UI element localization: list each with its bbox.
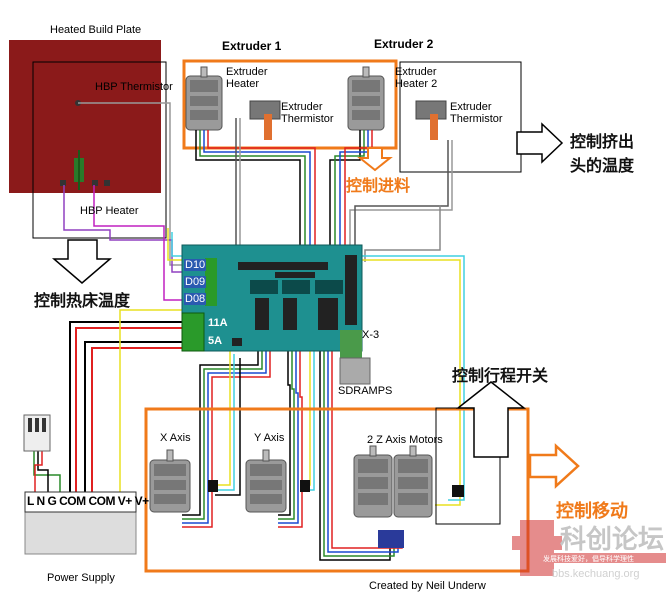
label-extruder1-thermistor: Extruder Thermistor (281, 101, 334, 125)
label-sdramps: SDRAMPS (338, 385, 393, 397)
heated-build-plate (9, 40, 161, 193)
arrow-right-motors (528, 443, 580, 489)
ramps-headers (232, 255, 357, 346)
watermark: 科创论坛 发展科技爱好，倡导科学理性 bbs.kechuang.org (512, 520, 666, 580)
annotation-bed-temp: 控制热床温度 (34, 291, 131, 310)
arrow-down-feed (357, 147, 393, 172)
label-11a: 11A (208, 317, 228, 329)
extruder1-heater (249, 100, 281, 140)
hbp-heater-resistor (60, 150, 110, 190)
label-extruder2-thermistor: Extruder Thermistor (450, 101, 503, 125)
label-psu-terminals: L N G COM COM V+ V+ (27, 494, 149, 508)
arrow-down-bed (51, 239, 113, 284)
y-axis-motor (245, 449, 287, 513)
annotation-movement: 控制移动 (556, 501, 628, 522)
y-endstop (300, 480, 310, 492)
z-endstop (452, 485, 464, 497)
ramps-power-terminal (181, 312, 205, 352)
z-axis-motor-1 (353, 445, 393, 518)
label-hbp-heater: HBP Heater (80, 205, 139, 217)
label-5a: 5A (208, 335, 223, 347)
mosfet-block (205, 258, 217, 306)
label-y-axis: Y Axis (254, 432, 285, 444)
label-extruder2: Extruder 2 (374, 37, 434, 51)
z-splitter (378, 530, 404, 548)
x-axis-motor (149, 449, 191, 513)
hbp-wire-frame (32, 61, 167, 239)
label-x-axis: X Axis (160, 432, 191, 444)
extruder1-motor (185, 66, 223, 131)
ramps-chips (250, 280, 343, 294)
watermark-url: bbs.kechuang.org (552, 568, 639, 580)
extruder2-heater (415, 100, 447, 140)
annotation-extruder-temp-1: 控制挤出 (570, 132, 635, 151)
watermark-slogan: 发展科技爱好，倡导科学理性 (543, 554, 634, 563)
label-d08: D08 (184, 293, 207, 305)
annotation-endstop: 控制行程开关 (452, 366, 549, 385)
label-ramps-fragment: X-3 (362, 329, 380, 341)
label-hbp-thermistor: HBP Thermistor (95, 81, 173, 93)
label-d10: D10 (184, 259, 207, 271)
psu-terminal-strip (24, 491, 137, 513)
label-z-axis: 2 Z Axis Motors (367, 434, 443, 446)
annotation-extruder-temp-2: 头的温度 (570, 156, 635, 175)
label-extruder1: Extruder 1 (222, 39, 282, 53)
arrow-right-extruder (516, 122, 564, 164)
label-extruder2-heater: Extruder Heater 2 (395, 66, 438, 90)
extruder2-motor (347, 66, 385, 131)
arrow-up-endstop (455, 381, 527, 458)
motors-box (144, 407, 530, 573)
label-credit: Created by Neil Underw (369, 580, 486, 592)
label-d09: D09 (184, 276, 207, 288)
label-heated-build-plate: Heated Build Plate (50, 24, 142, 36)
label-power-supply: Power Supply (47, 572, 115, 584)
watermark-name: 科创论坛 (560, 524, 664, 554)
annotation-feed: 控制进料 (346, 176, 411, 195)
z-axis-motor-2 (393, 445, 433, 518)
x-endstop (208, 480, 218, 492)
label-extruder1-heater: Extruder Heater (226, 66, 268, 90)
